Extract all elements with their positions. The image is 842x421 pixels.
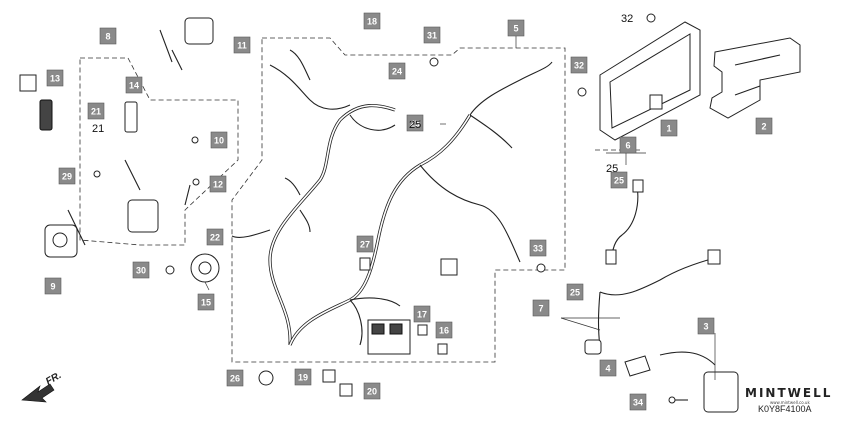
callout-24: 24 xyxy=(388,62,406,80)
front-arrow-icon xyxy=(21,383,55,403)
callout-2: 2 xyxy=(755,117,773,135)
svg-text:33: 33 xyxy=(533,244,543,254)
callout-30: 30 xyxy=(132,261,150,279)
svg-text:11: 11 xyxy=(237,41,247,51)
callout-5: 5 xyxy=(507,19,525,37)
callout-1: 1 xyxy=(660,119,678,137)
svg-text:29: 29 xyxy=(62,172,72,182)
svg-text:12: 12 xyxy=(213,180,223,190)
fr-label: FR. xyxy=(44,370,63,388)
callout-8: 8 xyxy=(99,27,117,45)
svg-text:13: 13 xyxy=(50,74,60,84)
label-25-right: 25 xyxy=(606,163,618,175)
svg-text:4: 4 xyxy=(605,364,610,374)
callout-15: 15 xyxy=(197,293,215,311)
svg-text:30: 30 xyxy=(136,266,146,276)
callout-6: 6 xyxy=(619,136,637,154)
svg-text:25: 25 xyxy=(570,288,580,298)
front-arrow: FR. xyxy=(21,370,63,403)
callout-9: 9 xyxy=(44,277,62,295)
callout-33: 33 xyxy=(529,239,547,257)
svg-text:2: 2 xyxy=(761,122,766,132)
callout-10: 10 xyxy=(210,131,228,149)
parts xyxy=(39,13,801,413)
callout-17: 17 xyxy=(413,305,431,323)
callout-16: 16 xyxy=(435,321,453,339)
callout-4: 4 xyxy=(599,359,617,377)
callout-25-a: 25 xyxy=(566,283,584,301)
svg-text:1: 1 xyxy=(666,124,671,134)
empty-box-left xyxy=(19,74,37,92)
svg-text:9: 9 xyxy=(50,282,55,292)
svg-text:8: 8 xyxy=(105,32,110,42)
svg-text:7: 7 xyxy=(538,304,543,314)
svg-text:26: 26 xyxy=(230,374,240,384)
svg-text:3: 3 xyxy=(703,322,708,332)
main-harness xyxy=(231,49,553,346)
brand-sub: www.mintwell.co.uk xyxy=(770,400,810,405)
svg-text:10: 10 xyxy=(214,136,224,146)
svg-text:24: 24 xyxy=(392,67,402,77)
svg-text:25: 25 xyxy=(410,119,420,129)
callout-11: 11 xyxy=(233,36,251,54)
svg-text:25: 25 xyxy=(614,176,624,186)
empty-reference-boxes xyxy=(19,74,458,276)
callout-14: 14 xyxy=(125,76,143,94)
svg-text:17: 17 xyxy=(417,310,427,320)
svg-text:34: 34 xyxy=(633,398,643,408)
callout-3: 3 xyxy=(697,317,715,335)
callout-19: 19 xyxy=(294,368,312,386)
callout-34: 34 xyxy=(629,393,647,411)
callout-13: 13 xyxy=(46,69,64,87)
callout-18: 18 xyxy=(363,12,381,30)
svg-text:18: 18 xyxy=(367,17,377,27)
empty-box-center xyxy=(440,258,458,276)
svg-text:20: 20 xyxy=(367,387,377,397)
brand-name: MINTWELL xyxy=(745,386,832,400)
callout-27: 27 xyxy=(356,235,374,253)
callout-21: 21 xyxy=(87,102,105,120)
callout-12: 12 xyxy=(209,175,227,193)
dashed-frames xyxy=(79,37,640,363)
label-21: 21 xyxy=(92,123,104,135)
callout-25-c: 25 xyxy=(406,114,424,132)
brand-block: MINTWELL www.mintwell.co.uk K0Y8F4100A xyxy=(745,386,832,414)
svg-text:21: 21 xyxy=(91,107,101,117)
diagram-code: K0Y8F4100A xyxy=(758,404,812,414)
svg-text:27: 27 xyxy=(360,240,370,250)
label-25-center: 25 xyxy=(409,119,421,131)
svg-text:16: 16 xyxy=(439,326,449,336)
callouts: 1 2 3 4 5 6 7 8 9 10 11 12 13 14 15 16 1… xyxy=(44,12,773,411)
callout-20: 20 xyxy=(363,382,381,400)
svg-text:6: 6 xyxy=(625,141,630,151)
svg-text:32: 32 xyxy=(574,61,584,71)
plain-labels: 32 21 25 25 xyxy=(92,13,633,175)
callout-32-a: 32 xyxy=(570,56,588,74)
svg-text:22: 22 xyxy=(210,233,220,243)
svg-text:15: 15 xyxy=(201,298,211,308)
callout-25-b: 25 xyxy=(610,171,628,189)
callout-31: 31 xyxy=(423,26,441,44)
callout-7: 7 xyxy=(532,299,550,317)
svg-text:14: 14 xyxy=(129,81,139,91)
label-32-top: 32 xyxy=(621,13,633,25)
callout-29: 29 xyxy=(58,167,76,185)
callout-26: 26 xyxy=(226,369,244,387)
svg-text:31: 31 xyxy=(427,31,437,41)
svg-text:5: 5 xyxy=(513,24,518,34)
callout-22: 22 xyxy=(206,228,224,246)
svg-text:19: 19 xyxy=(298,373,308,383)
